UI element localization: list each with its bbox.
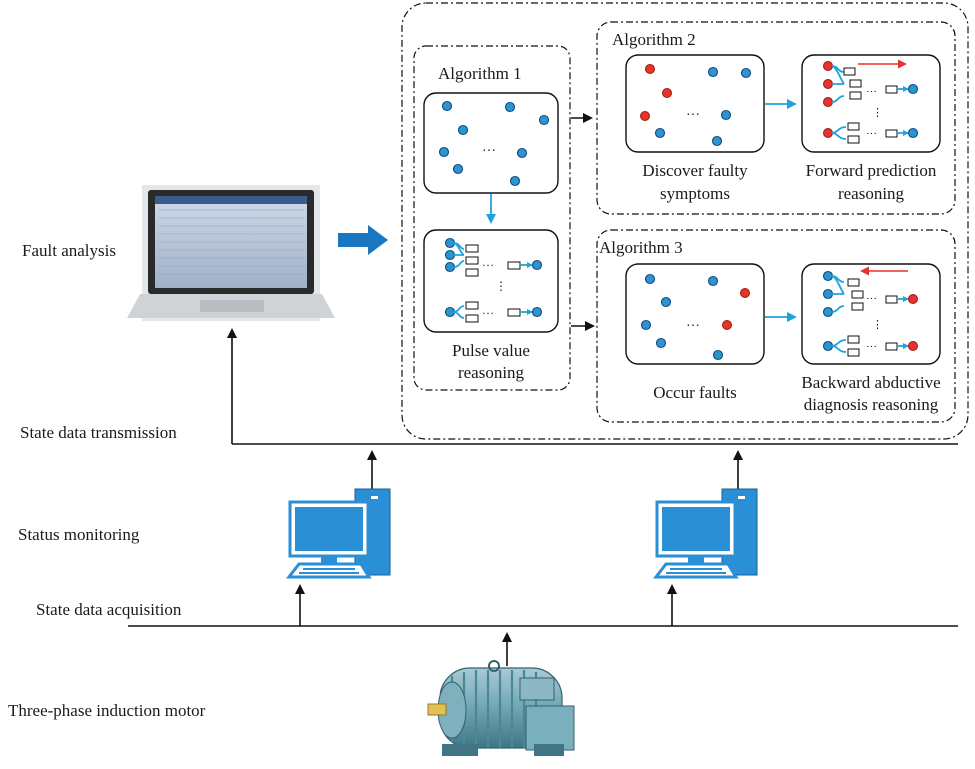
svg-text:···: ···: [866, 341, 877, 353]
label-state-data-transmission: State data transmission: [20, 423, 177, 442]
algorithm1-chain-diagram: ··· ⋮ ···: [444, 237, 543, 323]
svg-text:···: ···: [482, 258, 494, 272]
algorithm1-node-set: [438, 100, 550, 187]
algorithm2-forward-box: [801, 54, 941, 153]
algorithm2-forward-chain: ··· ⋮ ···: [823, 59, 919, 144]
label-fault-analysis: Fault analysis: [22, 241, 116, 260]
algorithm3-backward-chain: ··· ⋮ ···: [822, 266, 918, 357]
algorithm2-title: Algorithm 2: [612, 30, 696, 49]
label-status-monitoring: Status monitoring: [18, 525, 140, 544]
algorithm3-backward-box: [801, 263, 941, 365]
algorithm1-title: Algorithm 1: [438, 64, 522, 83]
big-right-arrow-icon: [338, 225, 388, 255]
algorithm2-node-set: [640, 64, 752, 147]
algorithm2-group: [596, 21, 956, 215]
algorithm3-right-caption-line2: diagnosis reasoning: [804, 395, 939, 414]
algorithm3-ellipsis: ···: [686, 319, 700, 334]
algorithm1-caption-line1: Pulse value: [452, 341, 530, 360]
desktop-computer-icon: [652, 488, 758, 579]
svg-text:⋮: ⋮: [872, 319, 883, 331]
svg-text:···: ···: [866, 86, 877, 98]
svg-text:⋮: ⋮: [872, 107, 883, 119]
algorithm2-left-caption-line1: Discover faulty: [642, 161, 748, 180]
induction-motor-icon: [427, 660, 575, 756]
algorithm3-group: [596, 229, 956, 423]
algorithm3-left-caption: Occur faults: [653, 383, 737, 402]
algorithm3-title: Algorithm 3: [599, 238, 683, 257]
algorithm2-ellipsis: ···: [686, 108, 700, 123]
svg-text:···: ···: [482, 306, 494, 320]
algorithm1-group: [413, 45, 571, 391]
algorithm2-symptoms-box: [625, 54, 765, 153]
algorithm1-ellipsis-top: ···: [482, 144, 496, 159]
svg-text:⋮: ⋮: [495, 279, 507, 293]
algorithm1-caption-line2: reasoning: [458, 363, 525, 382]
algorithm3-right-caption-line1: Backward abductive: [801, 373, 940, 392]
algorithm-container: [401, 2, 969, 440]
algorithm2-right-caption-line2: reasoning: [838, 184, 905, 203]
laptop-icon: [127, 185, 335, 321]
label-three-phase-motor: Three-phase induction motor: [8, 701, 206, 720]
algorithm2-left-caption-line2: symptoms: [660, 184, 730, 203]
svg-text:···: ···: [866, 128, 877, 140]
algorithm2-right-caption-line1: Forward prediction: [806, 161, 937, 180]
algorithm3-node-set: [640, 273, 750, 361]
label-state-data-acquisition: State data acquisition: [36, 600, 182, 619]
svg-text:···: ···: [866, 293, 877, 305]
desktop-computer-icon: [285, 488, 391, 579]
